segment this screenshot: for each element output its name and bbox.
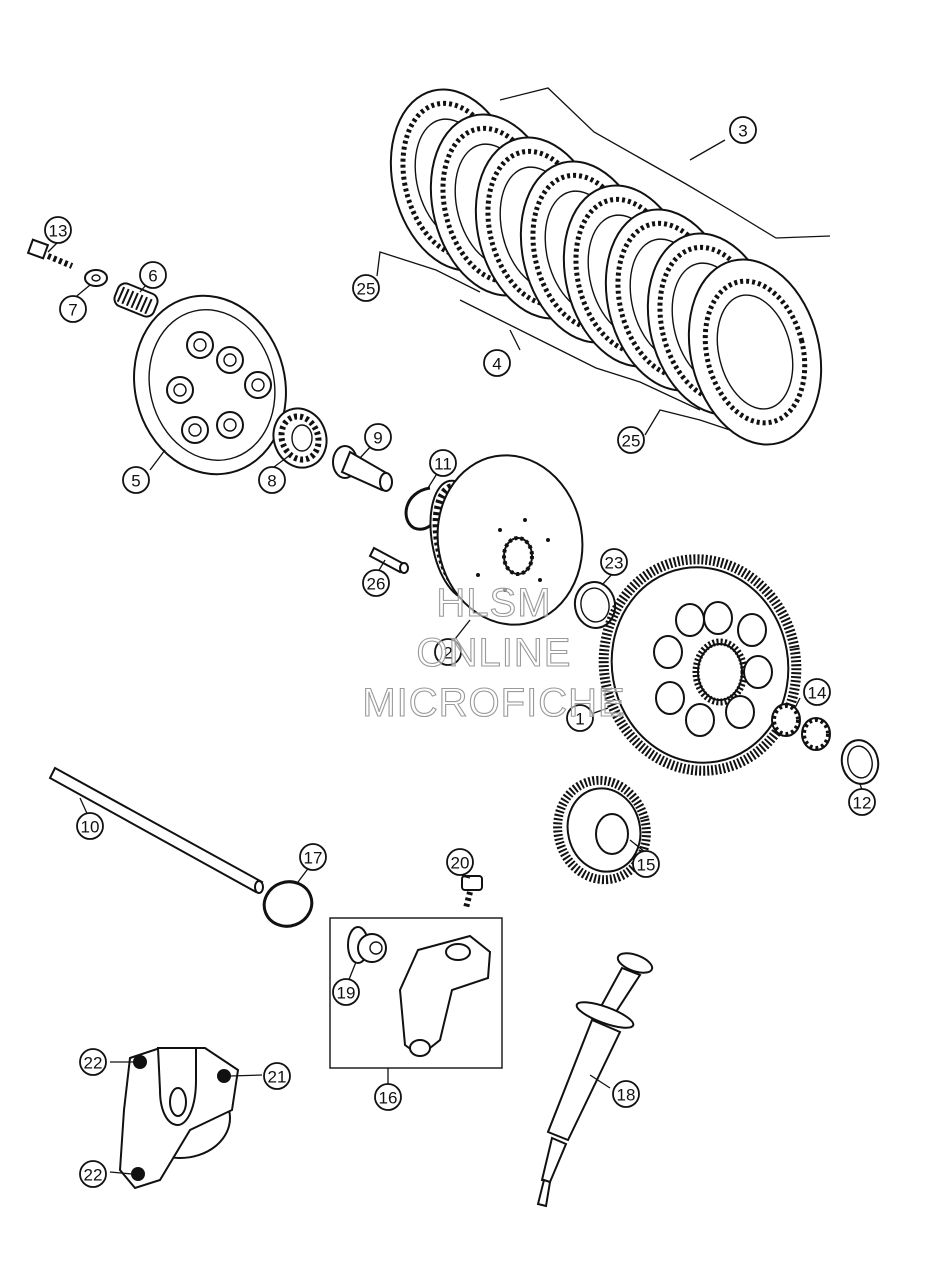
washer [84,269,108,287]
pressure-piece [332,445,393,492]
callout-20: 20 [446,848,474,876]
callout-2: 2 [434,638,462,666]
svg-text:8: 8 [267,472,276,491]
svg-text:15: 15 [637,856,656,875]
slave-cylinder-body [398,934,492,1058]
callout-19: 19 [332,978,360,1006]
leader-5 [149,449,166,471]
callout-15: 15 [632,850,660,878]
svg-text:2: 2 [443,644,452,663]
callout-10: 10 [76,812,104,840]
callout-18: 18 [612,1080,640,1108]
svg-text:18: 18 [617,1086,636,1105]
callout-3: 3 [729,116,757,144]
leader-25a [376,251,481,293]
callout-25-bottom: 25 [617,426,645,454]
callout-16: 16 [374,1083,402,1111]
callout-21: 21 [263,1062,291,1090]
svg-text:5: 5 [131,472,140,491]
svg-text:26: 26 [367,575,386,594]
needle-bearing-pair [771,703,831,751]
svg-text:19: 19 [337,984,356,1003]
callout-22-top: 22 [79,1048,107,1076]
callout-7: 7 [59,295,87,323]
svg-text:11: 11 [434,455,452,474]
callout-1: 1 [566,704,594,732]
grease-syringe [536,952,654,1208]
svg-text:23: 23 [605,554,624,573]
watermark-line-2: ONLINE [417,631,572,675]
svg-text:10: 10 [81,818,100,837]
leader-3 [499,87,831,239]
pin [368,546,409,574]
svg-text:25: 25 [357,280,376,299]
leader-3-stem [689,139,726,161]
screw [26,238,74,269]
watermark-line-3: MICROFICHE [362,681,625,725]
svg-text:13: 13 [49,222,68,241]
svg-text:22: 22 [84,1166,103,1185]
callout-14: 14 [803,678,831,706]
svg-text:17: 17 [304,849,323,868]
callout-8: 8 [258,466,286,494]
bearing [272,407,328,469]
callout-13: 13 [44,216,72,244]
inner-clutch-hub [429,454,584,626]
watermark: HLSM ONLINE MICROFICHE [362,580,625,725]
spring [113,282,159,318]
svg-text:7: 7 [68,301,77,320]
svg-text:4: 4 [492,355,501,374]
svg-text:12: 12 [853,794,872,813]
callout-12: 12 [848,788,876,816]
clutch-cover [118,1047,240,1190]
pressure-plate [133,294,287,476]
callout-26: 26 [362,569,390,597]
push-rod [48,766,264,894]
svg-text:22: 22 [84,1054,103,1073]
svg-text:21: 21 [268,1068,287,1087]
clutch-disc-last [687,258,823,446]
callout-11: 11 [429,449,457,477]
leader-4-stem [509,329,521,351]
leader-25b [644,409,731,436]
svg-text:6: 6 [148,267,157,286]
svg-text:1: 1 [575,710,584,729]
callout-23: 23 [600,548,628,576]
piston [347,926,387,964]
svg-text:25: 25 [622,432,641,451]
primary-gear [598,554,802,776]
svg-text:16: 16 [379,1089,398,1108]
callout-4: 4 [483,349,511,377]
svg-text:14: 14 [808,684,827,703]
slave-cylinder-kit [329,917,503,1069]
svg-text:9: 9 [373,429,382,448]
callout-22-bottom: 22 [79,1160,107,1188]
watermark-line-1: HLSM [436,581,551,625]
callout-6: 6 [139,261,167,289]
leader-4 [459,299,701,411]
callout-17: 17 [299,843,327,871]
thrust-washer [840,739,880,785]
svg-text:20: 20 [451,854,470,873]
ring [573,581,617,629]
svg-text:3: 3 [738,122,747,141]
callout-25-top: 25 [352,274,380,302]
callout-9: 9 [364,423,392,451]
callout-5: 5 [122,466,150,494]
o-ring [262,880,314,928]
bleed-screw [461,875,483,909]
clutch-disc-stack [376,87,831,446]
